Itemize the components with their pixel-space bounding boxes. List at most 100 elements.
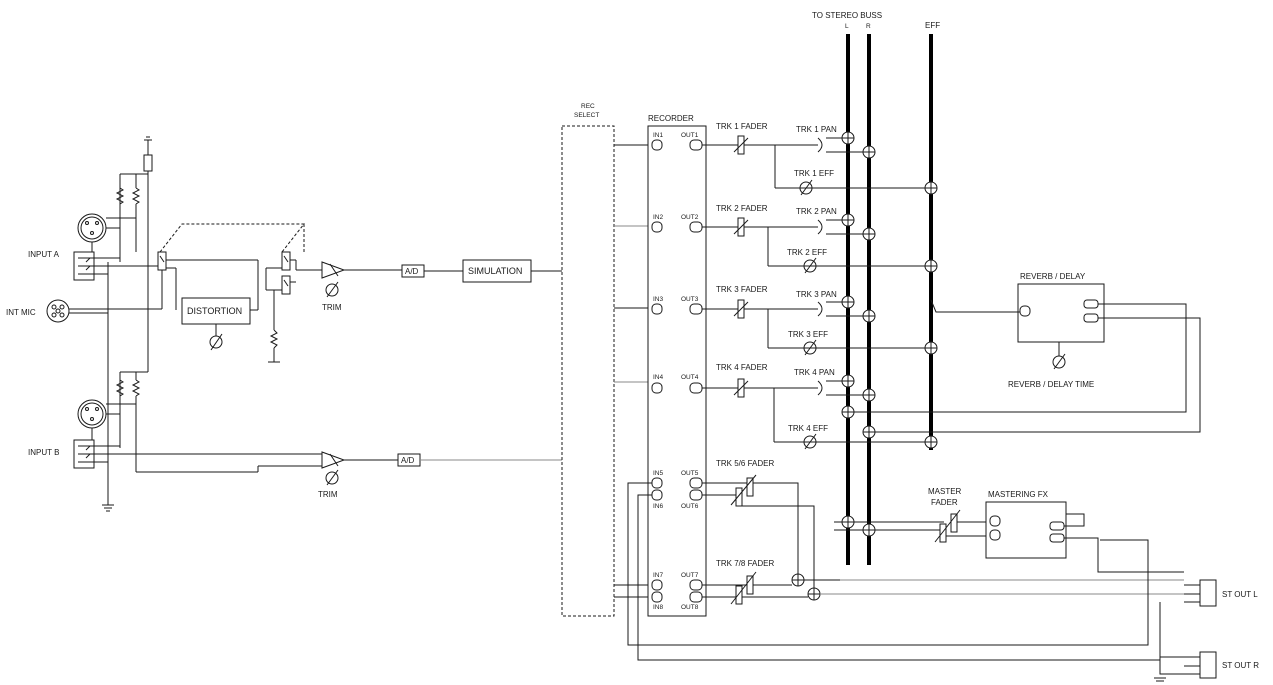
in8-port: [651, 591, 663, 603]
trk4-fader-icon: [733, 378, 749, 398]
trk78-fader-icon: [730, 571, 757, 605]
in6-port: [651, 489, 663, 501]
in4-port: [651, 382, 663, 394]
ad-b-label: A/D: [401, 456, 415, 465]
buss-lines: TO STEREO BUSS L R EFF: [812, 11, 940, 565]
out7-label: OUT7: [681, 572, 699, 579]
simulation-label: SIMULATION: [468, 266, 522, 276]
rec-select: REC SELECT: [561, 103, 648, 617]
st-out-l-label: ST OUT L: [1222, 590, 1258, 599]
track-2: TRK 2 FADER TRK 2 PAN TRK 2 EFF: [702, 204, 925, 274]
trk1-fader-label: TRK 1 FADER: [716, 122, 768, 131]
in5-label: IN5: [653, 470, 664, 477]
reverb-out-r-port: [1083, 313, 1099, 323]
in3-label: IN3: [653, 296, 664, 303]
stereo-outputs: ST OUT L ST OUT R: [1154, 579, 1259, 682]
int-mic-label: INT MIC: [6, 308, 36, 317]
out3-label: OUT3: [681, 296, 699, 303]
input-switch-right-icon: [281, 251, 291, 295]
input-a-label: INPUT A: [28, 250, 60, 259]
trk3-pan-label: TRK 3 PAN: [796, 290, 837, 299]
recorder: RECORDER IN1 IN2 IN3 IN4 IN5 IN6 IN7 IN8…: [647, 114, 707, 617]
in6-label: IN6: [653, 503, 664, 510]
phantom-resistor: [143, 154, 153, 172]
trk3-eff-knob-icon: [803, 339, 817, 356]
preamp-a-icon: [321, 261, 346, 279]
out6-label: OUT6: [681, 503, 699, 510]
out4-port: [689, 382, 703, 394]
trk78-fader-label: TRK 7/8 FADER: [716, 559, 774, 568]
st-out-r-jack-icon: [1184, 651, 1217, 679]
in7-port: [651, 579, 663, 591]
recorder-label: RECORDER: [648, 114, 694, 123]
st-out-l-jack-icon: [1184, 579, 1217, 607]
in1-port: [651, 139, 663, 151]
reverb-delay: REVERB / DELAY REVERB / DELAY TIME: [854, 272, 1201, 433]
in1-label: IN1: [653, 132, 664, 139]
input-switch-left-icon: [157, 251, 167, 271]
trk3-pan-icon: [817, 301, 823, 317]
reverb-delay-time-knob-icon: [1052, 353, 1066, 370]
xlr-jack-b-icon: [77, 399, 107, 429]
distortion-label: DISTORTION: [187, 306, 242, 316]
mastering-in-r-port: [989, 529, 1001, 541]
ad-a-label: A/D: [405, 267, 419, 276]
trk56-fader-label: TRK 5/6 FADER: [716, 459, 774, 468]
trk3-fader-label: TRK 3 FADER: [716, 285, 768, 294]
reverb-out-l-port: [1083, 299, 1099, 309]
trim-b-knob-icon: [325, 469, 339, 486]
trim-a-knob-icon: [325, 281, 339, 298]
trk4-pan-label: TRK 4 PAN: [794, 368, 835, 377]
tracks-5-8: TRK 5/6 FADER TRK 7/8 FADER: [614, 459, 1184, 661]
trk1-fader-icon: [733, 135, 749, 155]
track-1: TRK 1 FADER TRK 1 PAN TRK 1 EFF: [702, 122, 925, 196]
reverb-in-port: [1019, 305, 1031, 317]
master-section: MASTER FADER MASTERING FX: [834, 487, 1184, 573]
out1-port: [689, 139, 703, 151]
master-fader-label-1: MASTER: [928, 487, 962, 496]
rec-select-label-1: REC: [581, 103, 595, 110]
in5-port: [651, 477, 663, 489]
rec-select-label-2: SELECT: [574, 112, 599, 119]
preamp-b-icon: [321, 451, 346, 469]
out8-port: [689, 591, 703, 603]
distortion-block: [181, 297, 251, 325]
trk3-fader-icon: [733, 299, 749, 319]
trk2-eff-knob-icon: [803, 257, 817, 274]
trk2-fader-icon: [733, 217, 749, 237]
mastering-fx-label: MASTERING FX: [988, 490, 1049, 499]
out5-label: OUT5: [681, 470, 699, 477]
phone-jack-a-icon: [73, 251, 160, 281]
trk1-eff-label: TRK 1 EFF: [794, 169, 834, 178]
input-b-label: INPUT B: [28, 448, 59, 457]
master-fader-icon: [934, 509, 961, 543]
trk4-eff-knob-icon: [803, 433, 817, 450]
to-stereo-buss-label: TO STEREO BUSS: [812, 11, 882, 20]
in8-label: IN8: [653, 604, 664, 611]
track-4: TRK 4 FADER TRK 4 PAN TRK 4 EFF: [702, 363, 925, 450]
reverb-delay-label: REVERB / DELAY: [1020, 272, 1086, 281]
phone-jack-b-icon: [73, 439, 250, 469]
out3-port: [689, 303, 703, 315]
out8-label: OUT8: [681, 604, 699, 611]
out5-port: [689, 477, 703, 489]
out2-port: [689, 221, 703, 233]
reverb-delay-time-label: REVERB / DELAY TIME: [1008, 380, 1094, 389]
xlr-jack-a-icon: [77, 213, 107, 243]
input-section: INPUT A INT MIC DISTORTION: [6, 136, 562, 512]
in3-port: [651, 303, 663, 315]
out7-port: [689, 579, 703, 591]
trk2-fader-label: TRK 2 FADER: [716, 204, 768, 213]
master-fader-label-2: FADER: [931, 498, 958, 507]
in2-port: [651, 221, 663, 233]
int-mic-icon: [46, 299, 70, 323]
eff-label: EFF: [925, 21, 940, 30]
trk1-eff-knob-icon: [799, 179, 813, 196]
mastering-in-l-port: [989, 515, 1001, 527]
trim-a-label: TRIM: [322, 303, 342, 312]
trk56-fader-icon: [730, 474, 757, 507]
trk1-pan-icon: [817, 137, 823, 153]
trk4-fader-label: TRK 4 FADER: [716, 363, 768, 372]
trim-b-label: TRIM: [318, 490, 338, 499]
